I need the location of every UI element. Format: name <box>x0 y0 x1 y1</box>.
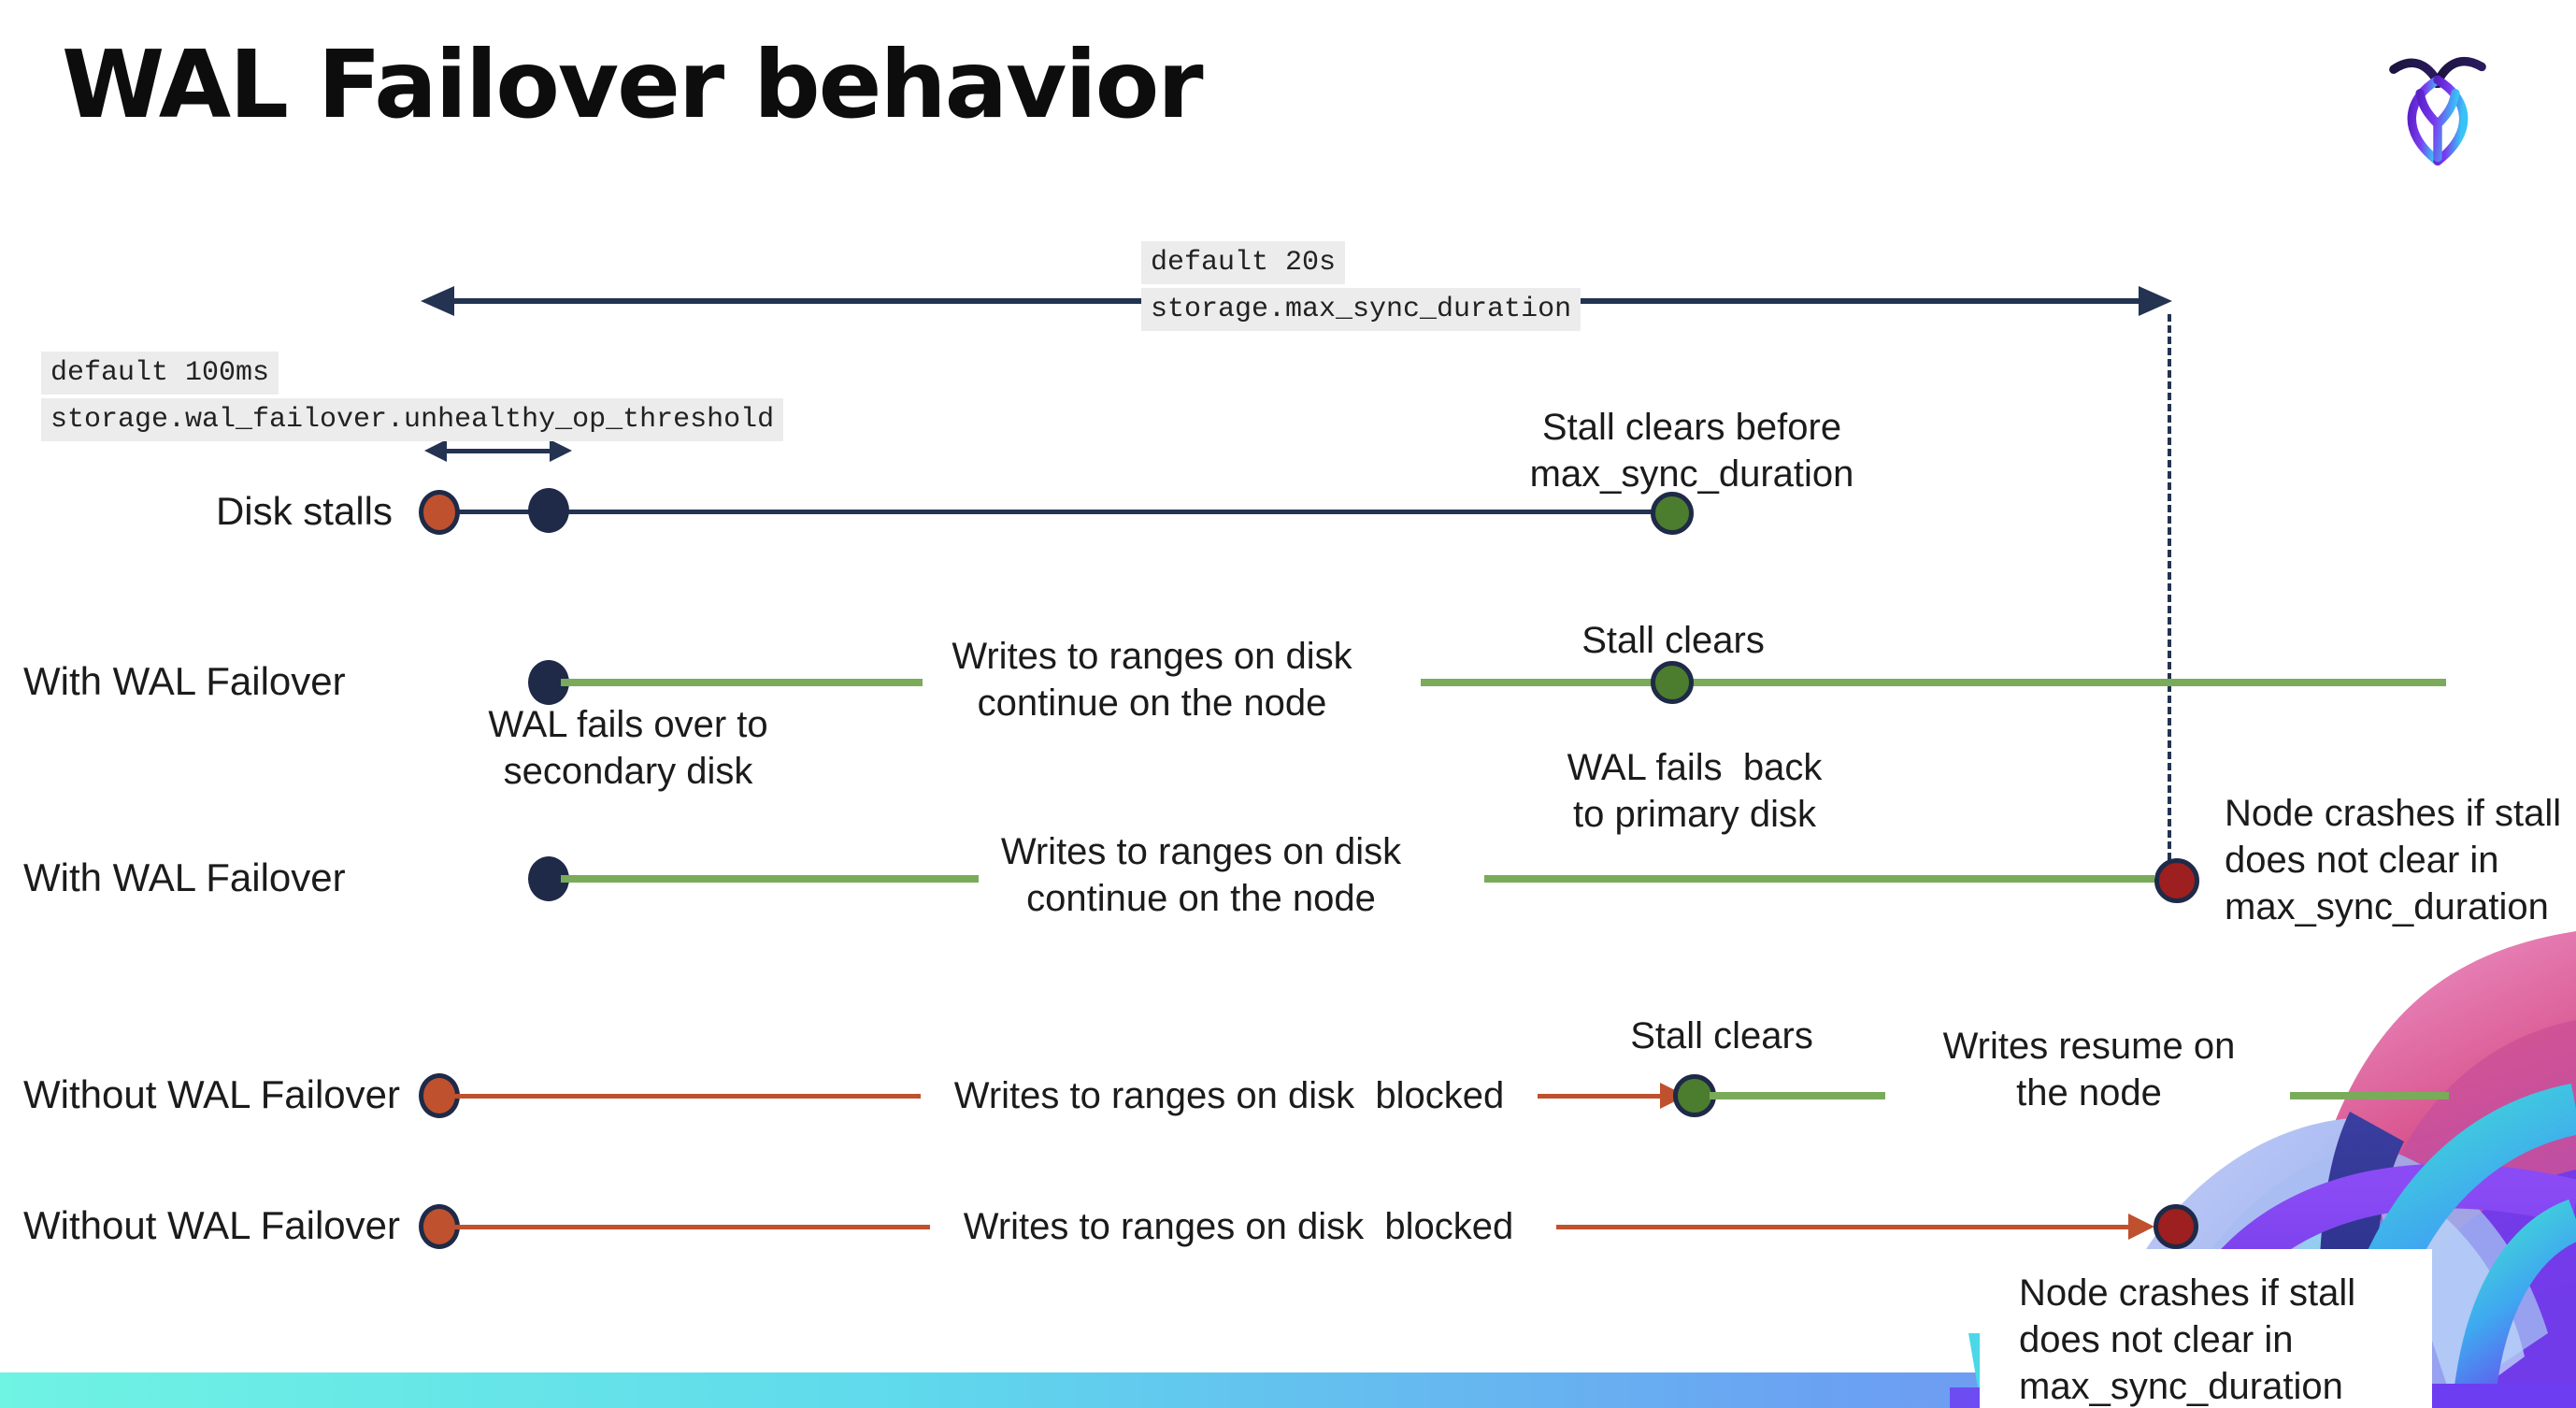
callout-unhealthy-op-threshold: default 100ms storage.wal_failover.unhea… <box>41 352 784 445</box>
row-label-disk-stalls: Disk stalls <box>215 489 393 533</box>
timeline-green-segment <box>561 679 923 686</box>
page-title: WAL Failover behavior <box>62 30 1204 139</box>
timeline-red-segment <box>439 1225 930 1229</box>
red-arrow-right-icon <box>2128 1214 2154 1240</box>
note-wal-fails-back: WAL fails back to primary disk <box>1567 747 1823 835</box>
arrow-right-icon <box>550 439 572 462</box>
row-label-without-wal-failover-2: Without WAL Failover <box>23 1203 400 1247</box>
event-dot-threshold <box>528 488 569 533</box>
timeline-green-segment <box>1421 679 2446 686</box>
dashed-connector <box>2168 314 2171 860</box>
note-writes-resume: Writes resume on the node <box>1942 1026 2236 1113</box>
timeline-red-segment <box>1538 1094 1661 1099</box>
unhealthy-op-arrow-line <box>445 449 551 453</box>
max-sync-setting-label: storage.max_sync_duration <box>1141 288 1581 331</box>
note-stall-clears-before: Stall clears before max_sync_duration <box>1529 407 1854 495</box>
note-writes-blocked: Writes to ranges on disk blocked <box>953 1075 1505 1116</box>
timeline-green-segment <box>1484 875 2154 883</box>
row-label-with-wal-failover-2: With WAL Failover <box>23 855 346 899</box>
note-stall-clears: Stall clears <box>1581 620 1765 661</box>
event-dot-stall-clears <box>1651 661 1694 704</box>
note-writes-continue: Writes to ranges on disk continue on the… <box>952 636 1352 724</box>
note-stall-clears: Stall clears <box>1630 1015 1813 1056</box>
arrow-right-icon <box>2139 286 2172 316</box>
timeline-disk-stalls <box>439 510 1672 514</box>
note-wal-fails-over: WAL fails over to secondary disk <box>488 704 768 792</box>
timeline-green-segment <box>2290 1092 2449 1099</box>
cockroachdb-logo-icon <box>2389 56 2486 166</box>
note-writes-continue: Writes to ranges on disk continue on the… <box>1000 831 1402 919</box>
timeline-green-segment <box>561 875 979 883</box>
crash-note-box: Node crashes if stall does not clear in … <box>1980 1249 2432 1408</box>
timeline-green-segment <box>1710 1092 1885 1099</box>
event-dot-node-crash <box>2154 858 2199 903</box>
unhealthy-op-setting-label: storage.wal_failover.unhealthy_op_thresh… <box>41 398 784 441</box>
max-sync-default-label: default 20s <box>1141 241 1346 284</box>
timeline-red-segment <box>439 1094 921 1099</box>
event-dot-stall-clears <box>1651 492 1694 535</box>
note-writes-blocked: Writes to ranges on disk blocked <box>963 1206 1514 1247</box>
arrow-left-icon <box>424 439 447 462</box>
note-node-crashes: Node crashes if stall does not clear in … <box>2225 793 2562 927</box>
row-label-without-wal-failover-1: Without WAL Failover <box>23 1072 400 1116</box>
row-label-with-wal-failover-1: With WAL Failover <box>23 659 346 703</box>
unhealthy-op-default-label: default 100ms <box>41 352 279 395</box>
arrow-left-icon <box>421 286 454 316</box>
event-dot-stall-start <box>419 490 460 535</box>
timeline-red-segment <box>1556 1225 2128 1229</box>
callout-max-sync-duration: default 20s storage.max_sync_duration <box>1141 241 1581 335</box>
note-node-crashes: Node crashes if stall does not clear in … <box>2019 1272 2356 1407</box>
event-dot-node-crash <box>2154 1204 2198 1249</box>
